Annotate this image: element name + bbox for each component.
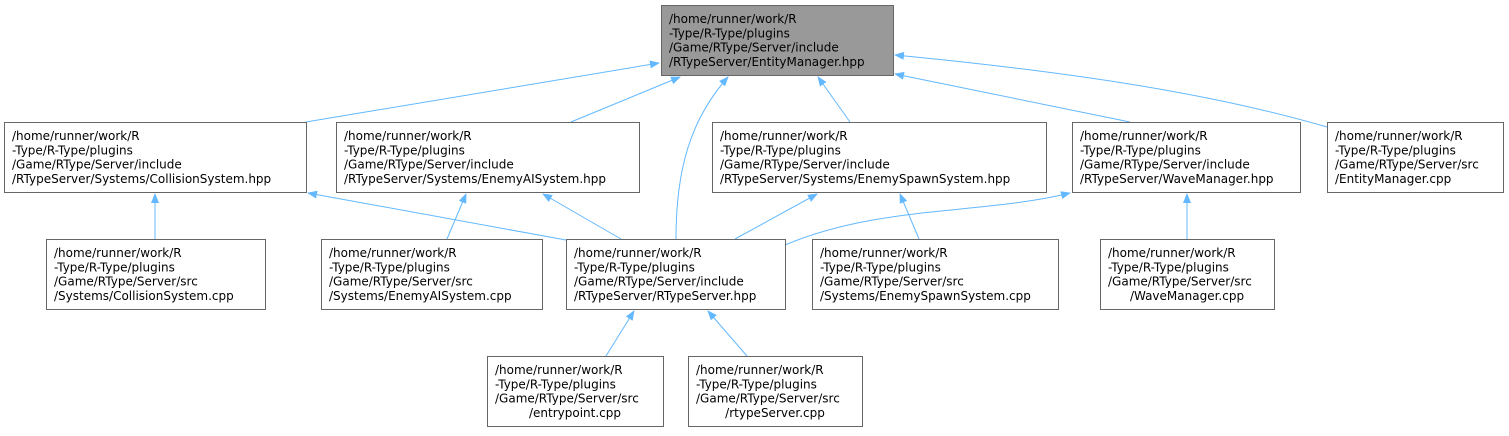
node-label-line: /home/runner/work/R [1335,129,1463,143]
node-box [1072,122,1301,193]
node-enemyai_cpp[interactable]: /home/runner/work/R-Type/R-Type/plugins/… [321,239,543,310]
node-label-line: -Type/R-Type/plugins [54,260,175,274]
node-label-line: -Type/R-Type/plugins [1080,143,1201,157]
node-box [812,239,1059,310]
node-label-line: /rtypeServer.cpp [725,406,825,420]
node-label-line: /home/runner/work/R [329,246,457,260]
node-box [487,356,664,427]
node-label-line: /home/runner/work/R [344,129,472,143]
node-label-line: /Game/RType/Server/include [344,158,514,172]
nodes: /home/runner/work/R-Type/R-Type/plugins/… [4,5,1504,427]
node-label-line: /Systems/EnemySpawnSystem.cpp [820,289,1031,303]
node-enemyai_hpp[interactable]: /home/runner/work/R-Type/R-Type/plugins/… [336,122,640,193]
node-box [336,122,640,193]
node-label-line: /home/runner/work/R [1108,246,1236,260]
edge-rtypeserver_hpp-to-enemyspawn_hpp [734,193,818,240]
edge-enemyspawn_hpp-to-root [817,76,851,123]
node-label-line: /Systems/CollisionSystem.cpp [54,289,234,303]
node-label-line: -Type/R-Type/plugins [344,143,465,157]
node-box [661,5,894,76]
edge-wavemanager_hpp-to-root [894,71,1131,123]
node-label-line: -Type/R-Type/plugins [820,260,941,274]
node-label-line: /Game/RType/Server/src [54,275,198,289]
node-enemyspawn_hpp[interactable]: /home/runner/work/R-Type/R-Type/plugins/… [712,122,1047,193]
node-label-line: /home/runner/work/R [54,246,182,260]
node-label-line: /RTypeServer/EntityManager.hpp [669,55,865,69]
node-label-line: /Game/RType/Server/src [820,275,964,289]
node-label-line: /RTypeServer/Systems/EnemyAISystem.hpp [344,172,606,186]
node-label-line: /EntityManager.cpp [1335,172,1451,186]
node-label-line: /home/runner/work/R [669,12,797,26]
edge-enemyspawn_cpp-to-enemyspawn_hpp [899,193,920,240]
edge-rtypeserver_hpp-to-enemyai_hpp [542,193,622,240]
node-box [321,239,543,310]
node-wavemanager_hpp[interactable]: /home/runner/work/R-Type/R-Type/plugins/… [1072,122,1301,193]
node-label-line: /Game/RType/Server/src [329,275,473,289]
node-label-line: /RTypeServer/Systems/EnemySpawnSystem.hp… [720,172,1010,186]
edge-entitymanager_cpp-to-root [894,51,1328,128]
node-label-line: /home/runner/work/R [574,246,702,260]
edge-enemyai_cpp-to-enemyai_hpp [446,193,467,240]
node-label-line: /Game/RType/Server/src [495,392,639,406]
node-label-line: -Type/R-Type/plugins [574,260,695,274]
node-label-line: /home/runner/work/R [495,363,623,377]
node-label-line: -Type/R-Type/plugins [720,143,841,157]
node-box [688,356,863,427]
node-label-line: /RTypeServer/RTypeServer.hpp [574,289,756,303]
node-collision_cpp[interactable]: /home/runner/work/R-Type/R-Type/plugins/… [46,239,266,310]
node-entitymanager_cpp[interactable]: /home/runner/work/R-Type/R-Type/plugins/… [1327,122,1504,193]
node-box [4,122,307,193]
node-rtypeserver_hpp[interactable]: /home/runner/work/R-Type/R-Type/plugins/… [566,239,786,310]
node-label-line: /Game/RType/Server/src [1335,158,1479,172]
node-label-line: /Systems/EnemyAISystem.cpp [329,289,512,303]
node-label-line: /Game/RType/Server/include [669,41,839,55]
node-label-line: -Type/R-Type/plugins [669,26,790,40]
node-label-line: -Type/R-Type/plugins [329,260,450,274]
node-label-line: /Game/RType/Server/include [1080,158,1250,172]
node-label-line: /Game/RType/Server/include [12,158,182,172]
node-label-line: /RTypeServer/WaveManager.hpp [1080,172,1274,186]
node-label-line: /home/runner/work/R [720,129,848,143]
edge-rtypeserver_hpp-to-collision_hpp [307,190,567,241]
node-label-line: -Type/R-Type/plugins [696,377,817,391]
node-label-line: -Type/R-Type/plugins [1335,143,1456,157]
node-label-line: /Game/RType/Server/src [696,392,840,406]
node-label-line: /home/runner/work/R [820,246,948,260]
node-label-line: -Type/R-Type/plugins [12,143,133,157]
node-box [712,122,1047,193]
node-label-line: /entrypoint.cpp [529,406,621,420]
node-box [1327,122,1504,193]
node-entrypoint_cpp[interactable]: /home/runner/work/R-Type/R-Type/plugins/… [487,356,664,427]
edge-collision_hpp-to-root [305,60,660,123]
node-label-line: /Game/RType/Server/include [720,158,890,172]
node-box [1100,239,1275,310]
edges [151,51,1328,357]
node-root[interactable]: /home/runner/work/R-Type/R-Type/plugins/… [661,5,894,76]
edge-rtypeserver_hpp-to-wavemanager_hpp [784,191,1071,246]
edge-rtypeserver_hpp-to-root [675,76,729,240]
node-label-line: /home/runner/work/R [12,129,140,143]
node-label-line: /Game/RType/Server/src [1108,275,1252,289]
node-enemyspawn_cpp[interactable]: /home/runner/work/R-Type/R-Type/plugins/… [812,239,1059,310]
edge-rtypeserver_cpp-to-rtypeserver_hpp [707,310,748,357]
node-label-line: /Game/RType/Server/include [574,275,744,289]
edge-enemyai_hpp-to-root [570,76,681,123]
node-label-line: -Type/R-Type/plugins [1108,260,1229,274]
node-rtypeserver_cpp[interactable]: /home/runner/work/R-Type/R-Type/plugins/… [688,356,863,427]
node-label-line: /home/runner/work/R [1080,129,1208,143]
node-label-line: /WaveManager.cpp [1130,289,1244,303]
node-label-line: /home/runner/work/R [696,363,824,377]
node-label-line: -Type/R-Type/plugins [495,377,616,391]
node-box [566,239,786,310]
node-label-line: /RTypeServer/Systems/CollisionSystem.hpp [12,172,271,186]
node-wavemanager_cpp[interactable]: /home/runner/work/R-Type/R-Type/plugins/… [1100,239,1275,310]
edge-entrypoint_cpp-to-rtypeserver_hpp [605,310,635,357]
node-box [46,239,266,310]
node-collision_hpp[interactable]: /home/runner/work/R-Type/R-Type/plugins/… [4,122,307,193]
